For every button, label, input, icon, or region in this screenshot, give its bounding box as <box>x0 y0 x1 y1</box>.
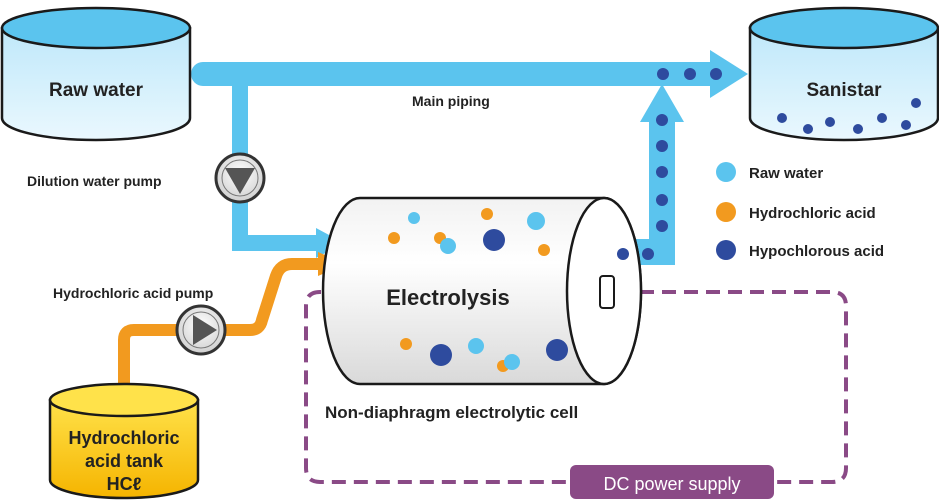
legend-item-raw-water: Raw water <box>716 162 823 182</box>
dc-power-supply-label: DC power supply <box>603 474 740 494</box>
main-piping <box>191 50 748 98</box>
pump-down-arrow-icon <box>225 168 255 194</box>
hcl-tank-label-line2: acid tank <box>85 451 164 471</box>
raw-water-tank: Raw water <box>0 6 192 142</box>
legend-label-hypochlorous-acid: Hypochlorous acid <box>749 243 884 260</box>
legend-label-hydrochloric-acid: Hydrochloric acid <box>749 205 876 222</box>
electrolytic-cell: Electrolysis <box>321 196 643 386</box>
hcl-pump-label: Hydrochloric acid pump <box>53 285 213 301</box>
cell-electrode-terminal <box>599 275 615 309</box>
legend-item-hydrochloric-acid: Hydrochloric acid <box>716 202 876 222</box>
dc-power-circuit: DC power supply <box>304 290 848 499</box>
sanistar-tank-label: Sanistar <box>807 80 883 101</box>
raw-water-tank-label: Raw water <box>49 80 144 101</box>
hcl-pipe <box>118 252 346 400</box>
cell-title: Electrolysis <box>386 285 510 310</box>
sanistar-tank: Sanistar <box>748 6 939 142</box>
hcl-pump <box>175 304 227 356</box>
hcl-tank-label-line3: HCℓ <box>107 474 142 494</box>
legend-item-hypochlorous-acid: Hypochlorous acid <box>716 240 884 260</box>
cell-particles <box>388 208 568 372</box>
dilution-pump-label: Dilution water pump <box>27 173 162 189</box>
hcl-tank: Hydrochloric acid tank HCℓ <box>48 382 200 500</box>
hcl-tank-label-line1: Hydrochloric <box>68 428 179 448</box>
legend-label-raw-water: Raw water <box>749 165 823 182</box>
main-piping-label: Main piping <box>412 93 490 109</box>
pipe-particles <box>617 68 722 260</box>
cell-caption: Non-diaphragm electrolytic cell <box>325 403 578 422</box>
dilution-water-pump <box>214 152 266 204</box>
legend: Raw water Hydrochloric acid Hypochlorous… <box>716 162 884 260</box>
pump-right-arrow-icon <box>193 315 217 345</box>
sanistar-particles <box>777 98 921 134</box>
dc-power-supply-box <box>570 465 774 499</box>
